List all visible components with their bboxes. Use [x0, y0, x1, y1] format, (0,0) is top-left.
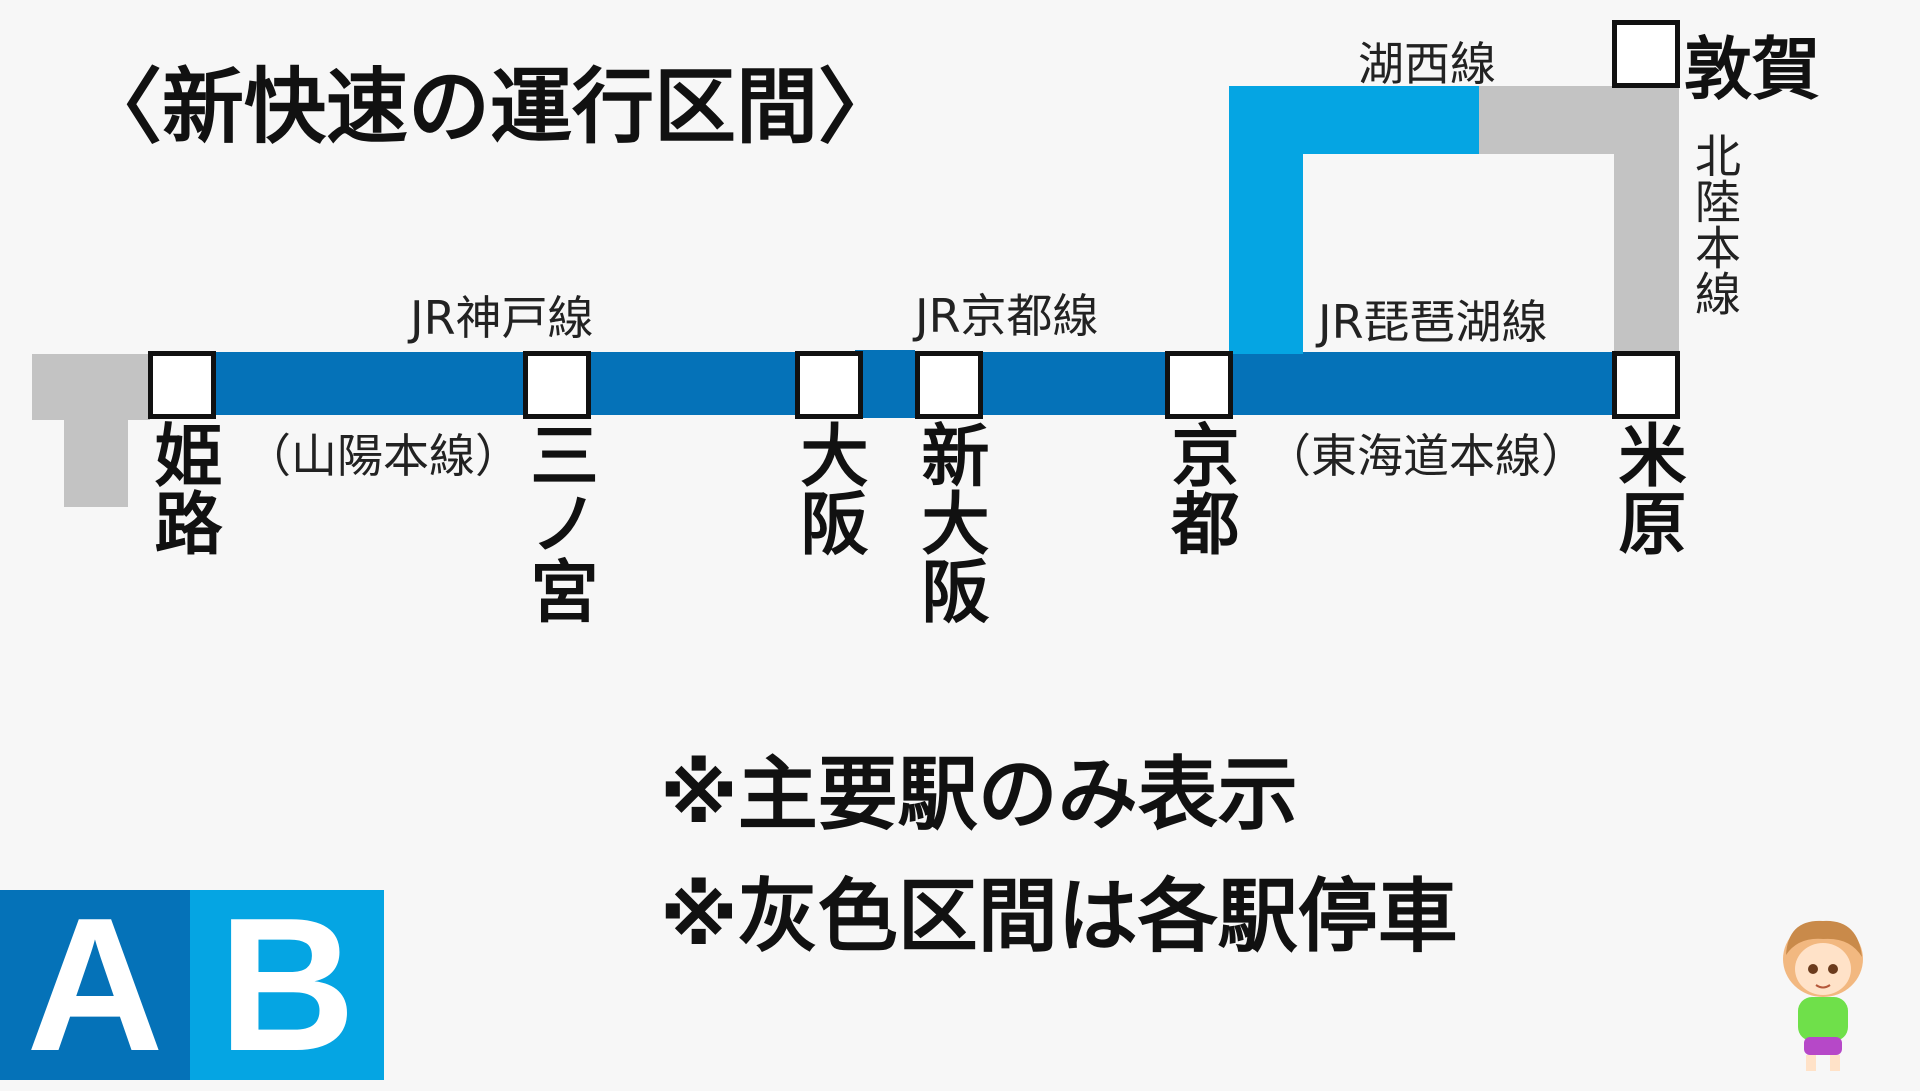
mascot-character-illustration [1783, 920, 1863, 1071]
line-label-jr-kobe: JR神戸線 [410, 291, 594, 345]
line-label-jr-biwako: JR琵琶湖線 [1318, 295, 1548, 349]
station-marker-sannomiya [523, 351, 591, 419]
gray-section-west-vertical [64, 354, 128, 507]
line-label-kosei: 湖西線 [1358, 37, 1496, 91]
page-title: 〈新快速の運行区間〉 [80, 60, 901, 155]
main-line-osaka-bulge [855, 350, 915, 418]
station-name-himeji: 姫路 [142, 420, 221, 556]
gray-section-hokuriku [1614, 86, 1679, 354]
line-label-sanyo: （山陽本線） [245, 429, 521, 483]
station-marker-maibara [1612, 351, 1680, 419]
station-name-maibara: 米原 [1606, 420, 1685, 556]
station-name-shin-osaka: 新大阪 [909, 420, 988, 624]
logo-letter-b: B [190, 890, 384, 1080]
line-label-tokaido: （東海道本線） [1265, 429, 1587, 483]
station-marker-shin-osaka [915, 351, 983, 419]
line-label-jr-kyoto: JR京都線 [915, 289, 1099, 343]
station-name-tsuruga: 敦賀 [1684, 31, 1821, 110]
station-name-osaka: 大阪 [788, 420, 867, 556]
station-name-kyoto: 京都 [1159, 420, 1238, 556]
station-marker-tsuruga [1612, 20, 1680, 88]
note-gray-section: ※灰色区間は各駅停車 [660, 870, 1458, 963]
logo-letter-a: A [0, 890, 190, 1080]
kosei-line-horizontal [1229, 86, 1479, 154]
station-marker-kyoto [1165, 351, 1233, 419]
station-marker-himeji [148, 351, 216, 419]
station-name-sannomiya: 三ノ宮 [518, 420, 597, 624]
station-marker-osaka [795, 351, 863, 419]
note-major-stations: ※主要駅のみ表示 [660, 748, 1298, 841]
line-label-hokuriku: 北陸本線 [1688, 132, 1742, 316]
